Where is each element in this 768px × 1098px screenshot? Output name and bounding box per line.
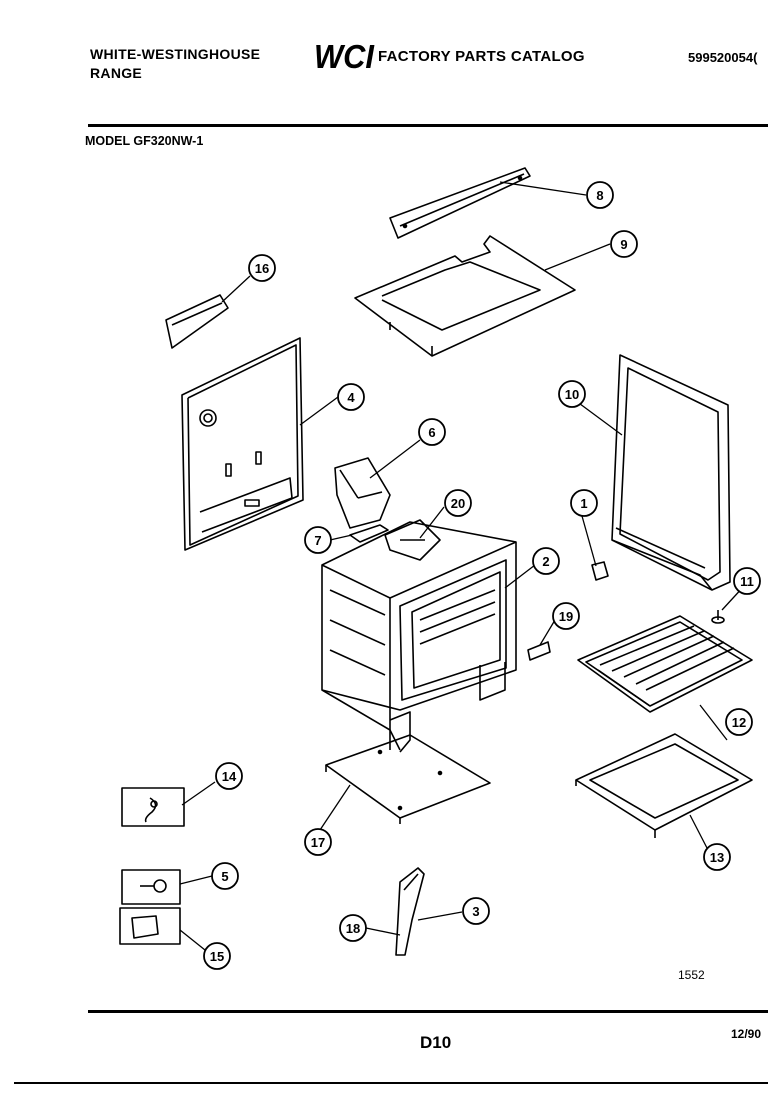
- callout-circle: [203, 942, 231, 970]
- part-16-bracket: [165, 294, 229, 349]
- callout-number: 6: [428, 425, 435, 440]
- callout-6: 6: [418, 418, 446, 446]
- callout-circle: [337, 383, 365, 411]
- bottom-edge-rule: [14, 1082, 768, 1084]
- callout-2: 2: [532, 547, 560, 575]
- logo-text: WCI: [314, 38, 375, 74]
- page-number: D10: [420, 1033, 452, 1052]
- callout-circle: [304, 828, 332, 856]
- callout-19: 19: [552, 602, 580, 630]
- callout-circle: [552, 602, 580, 630]
- callout-circle: [339, 914, 367, 942]
- part-2-oven-body: [321, 521, 517, 753]
- part-13-broiler-pan: [575, 733, 753, 838]
- callout-4: 4: [337, 383, 365, 411]
- callout-5: 5: [211, 862, 239, 890]
- callout-circle: [248, 254, 276, 282]
- callout-18: 18: [339, 914, 367, 942]
- part-14-box: [121, 787, 185, 827]
- callout-10: 10: [558, 380, 586, 408]
- callout-7: 7: [304, 526, 332, 554]
- callout-number: 4: [347, 390, 355, 405]
- callout-number: 16: [255, 261, 269, 276]
- callout-number: 20: [451, 496, 465, 511]
- callout-circle: [586, 181, 614, 209]
- part-17-bottom-panel: [325, 734, 491, 824]
- callout-circle: [532, 547, 560, 575]
- callout-20: 20: [444, 489, 472, 517]
- callout-17: 17: [304, 828, 332, 856]
- callout-circle: [462, 897, 490, 925]
- callout-number: 8: [596, 188, 603, 203]
- callout-11: 11: [733, 567, 761, 595]
- callout-circle: [733, 567, 761, 595]
- header-rule: [88, 124, 768, 127]
- callout-number: 15: [210, 949, 224, 964]
- callout-number: 19: [559, 609, 573, 624]
- document-number: 599520054(: [688, 50, 758, 65]
- footer-rule: [88, 1010, 768, 1013]
- callout-13: 13: [703, 843, 731, 871]
- callout-number: 12: [732, 715, 746, 730]
- callout-number: 17: [311, 835, 325, 850]
- part-5-box: [121, 869, 181, 905]
- callout-number: 14: [222, 769, 237, 784]
- callout-number: 3: [472, 904, 479, 919]
- callout-number: 11: [740, 574, 754, 589]
- callout-15: 15: [203, 942, 231, 970]
- callout-circle: [610, 230, 638, 258]
- callout-circle: [444, 489, 472, 517]
- callout-circle: [304, 526, 332, 554]
- callout-12: 12: [725, 708, 753, 736]
- callout-circle: [703, 843, 731, 871]
- callout-number: 18: [346, 921, 360, 936]
- callout-circle: [215, 762, 243, 790]
- model-number: MODEL GF320NW-1: [85, 134, 204, 148]
- callout-number: 13: [710, 850, 724, 865]
- figure-number: 1552: [678, 968, 705, 982]
- part-19-clip: [527, 641, 551, 661]
- part-3-18-bracket: [395, 867, 425, 956]
- part-1-clip: [591, 561, 609, 581]
- callout-number: 1: [580, 496, 587, 511]
- part-4-side-panel: [181, 337, 304, 551]
- part-10-door-frame: [611, 354, 731, 591]
- callout-9: 9: [610, 230, 638, 258]
- callout-circle: [558, 380, 586, 408]
- product-type: RANGE: [90, 65, 143, 81]
- callout-circle: [418, 418, 446, 446]
- part-9-top-panel: [354, 235, 576, 357]
- part-12-rack: [577, 615, 753, 713]
- revision-date: 12/90: [731, 1027, 762, 1041]
- part-7-bracket: [349, 524, 389, 543]
- brand-name: WHITE-WESTINGHOUSE: [90, 46, 261, 62]
- wci-logo: WCI: [314, 38, 375, 74]
- callout-number: 5: [221, 869, 228, 884]
- callout-1: 1: [570, 489, 598, 517]
- callout-circle: [211, 862, 239, 890]
- callout-number: 2: [542, 554, 549, 569]
- part-8-top-bracket: [389, 167, 531, 239]
- part-15-box: [119, 907, 181, 945]
- callout-14: 14: [215, 762, 243, 790]
- callout-number: 10: [565, 387, 579, 402]
- callout-circle: [725, 708, 753, 736]
- part-11-knob: [711, 610, 725, 624]
- callout-3: 3: [462, 897, 490, 925]
- callout-8: 8: [586, 181, 614, 209]
- callout-circle: [570, 489, 598, 517]
- callout-number: 9: [620, 237, 627, 252]
- catalog-title: FACTORY PARTS CATALOG: [378, 48, 585, 65]
- part-6-duct: [334, 457, 391, 529]
- callout-16: 16: [248, 254, 276, 282]
- callout-number: 7: [314, 533, 321, 548]
